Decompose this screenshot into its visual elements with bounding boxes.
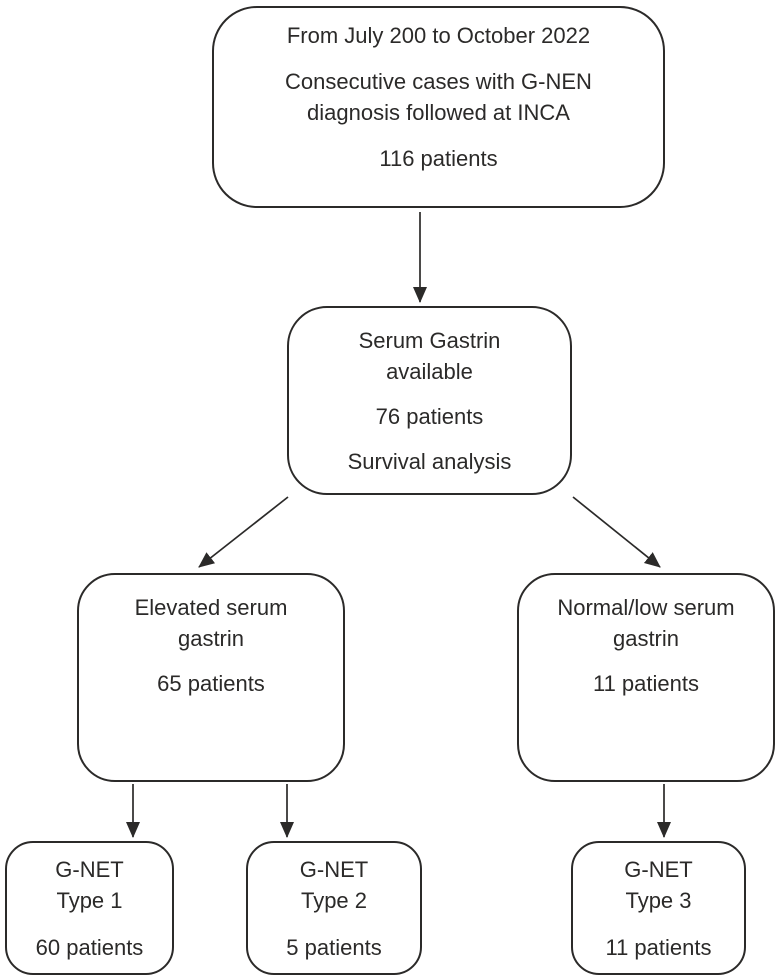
arrow-serum-to-normal-low <box>572 496 661 568</box>
recruitment-period: From July 200 to October 2022 <box>286 23 591 48</box>
gnet-type-2-title: G-NET Type 2 <box>299 857 369 913</box>
gnet-type-1-count: 60 patients <box>35 935 144 960</box>
normal-low-gastrin-title: Normal/low serum gastrin <box>557 595 735 651</box>
node-gnet-type-3: G-NET Type 3 11 patients <box>571 841 746 975</box>
arrow-serum-to-elevated <box>198 496 289 568</box>
node-normal-low-gastrin: Normal/low serum gastrin 11 patients <box>517 573 775 782</box>
serum-gastrin-title: Serum Gastrin available <box>358 328 501 384</box>
node-gnet-type-2: G-NET Type 2 5 patients <box>246 841 422 975</box>
elevated-gastrin-title: Elevated serum gastrin <box>134 595 288 651</box>
normal-low-gastrin-count: 11 patients <box>592 671 699 696</box>
serum-gastrin-note: Survival analysis <box>347 449 512 474</box>
elevated-gastrin-count: 65 patients <box>157 671 265 696</box>
recruitment-count: 116 patients <box>379 146 498 171</box>
recruitment-description: Consecutive cases with G-NEN diagnosis f… <box>285 69 592 125</box>
gnet-type-3-count: 11 patients <box>605 935 712 960</box>
gnet-type-1-title: G-NET Type 1 <box>55 857 124 913</box>
gnet-type-2-count: 5 patients <box>286 935 382 960</box>
node-serum-gastrin: Serum Gastrin available 76 patients Surv… <box>287 306 572 495</box>
serum-gastrin-count: 76 patients <box>375 404 484 429</box>
node-gnet-type-1: G-NET Type 1 60 patients <box>5 841 174 975</box>
gnet-type-3-title: G-NET Type 3 <box>624 857 693 913</box>
node-recruitment: From July 200 to October 2022 Consecutiv… <box>212 6 665 208</box>
node-elevated-gastrin: Elevated serum gastrin 65 patients <box>77 573 345 782</box>
